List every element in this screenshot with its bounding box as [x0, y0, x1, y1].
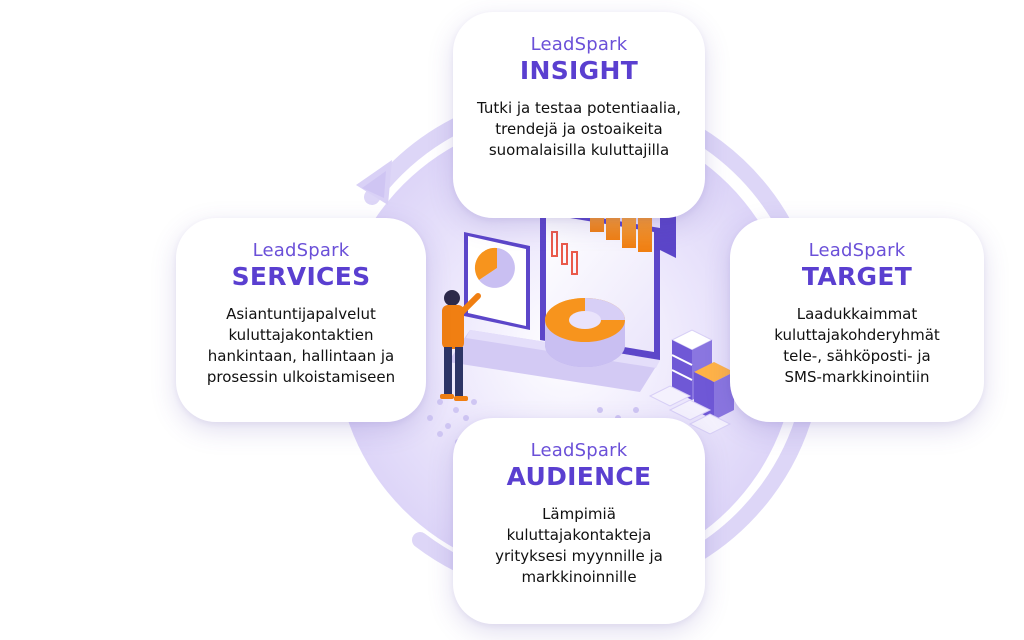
- card-brand: LeadSpark: [252, 240, 350, 261]
- cycle-arrow-icon: [356, 160, 392, 205]
- desc-line: tele-, sähköposti- ja: [783, 347, 931, 365]
- desc-line: kuluttajakontaktien: [228, 326, 374, 344]
- card-description: Lämpimiä kuluttajakontakteja yrityksesi …: [453, 504, 705, 588]
- card-description: Asiantuntijapalvelut kuluttajakontaktien…: [176, 304, 426, 388]
- desc-line: Laadukkaimmat: [796, 305, 918, 323]
- card-title: TARGET: [801, 262, 913, 291]
- card-services: LeadSpark SERVICES Asiantuntijapalvelut …: [176, 218, 426, 422]
- card-description: Laadukkaimmat kuluttajakohderyhmät tele-…: [730, 304, 984, 388]
- desc-line: SMS-markkinointiin: [784, 368, 930, 386]
- server-stack-icon: [648, 329, 734, 435]
- desc-line: hankintaan, hallintaan ja: [207, 347, 395, 365]
- desc-line: kuluttajakontakteja: [506, 526, 652, 544]
- card-description: Tutki ja testaa potentiaalia, trendejä j…: [453, 98, 705, 161]
- card-brand: LeadSpark: [530, 34, 628, 55]
- card-brand: LeadSpark: [808, 240, 906, 261]
- card-audience: LeadSpark AUDIENCE Lämpimiä kuluttajakon…: [453, 418, 705, 624]
- desc-line: suomalaisilla kuluttajilla: [488, 141, 670, 159]
- desc-line: yrityksesi myynnille ja: [495, 547, 663, 565]
- person-icon: [440, 290, 481, 401]
- card-title: INSIGHT: [519, 56, 639, 85]
- card-target: LeadSpark TARGET Laadukkaimmat kuluttaja…: [730, 218, 984, 422]
- desc-line: prosessin ulkoistamiseen: [206, 368, 396, 386]
- card-insight: LeadSpark INSIGHT Tutki ja testaa potent…: [453, 12, 705, 218]
- desc-line: Tutki ja testaa potentiaalia,: [476, 99, 682, 117]
- card-title: AUDIENCE: [506, 462, 652, 491]
- desc-line: markkinoinnille: [521, 568, 637, 586]
- desc-line: Asiantuntijapalvelut: [226, 305, 376, 323]
- card-brand: LeadSpark: [530, 440, 628, 461]
- donut-chart-icon: [545, 298, 625, 367]
- desc-line: kuluttajakohderyhmät: [774, 326, 940, 344]
- pie-chart-icon: [464, 232, 530, 330]
- desc-line: trendejä ja ostoaikeita: [495, 120, 663, 138]
- desc-line: Lämpimiä: [542, 505, 616, 523]
- screen-mini-bars: [551, 231, 578, 275]
- card-title: SERVICES: [231, 262, 371, 291]
